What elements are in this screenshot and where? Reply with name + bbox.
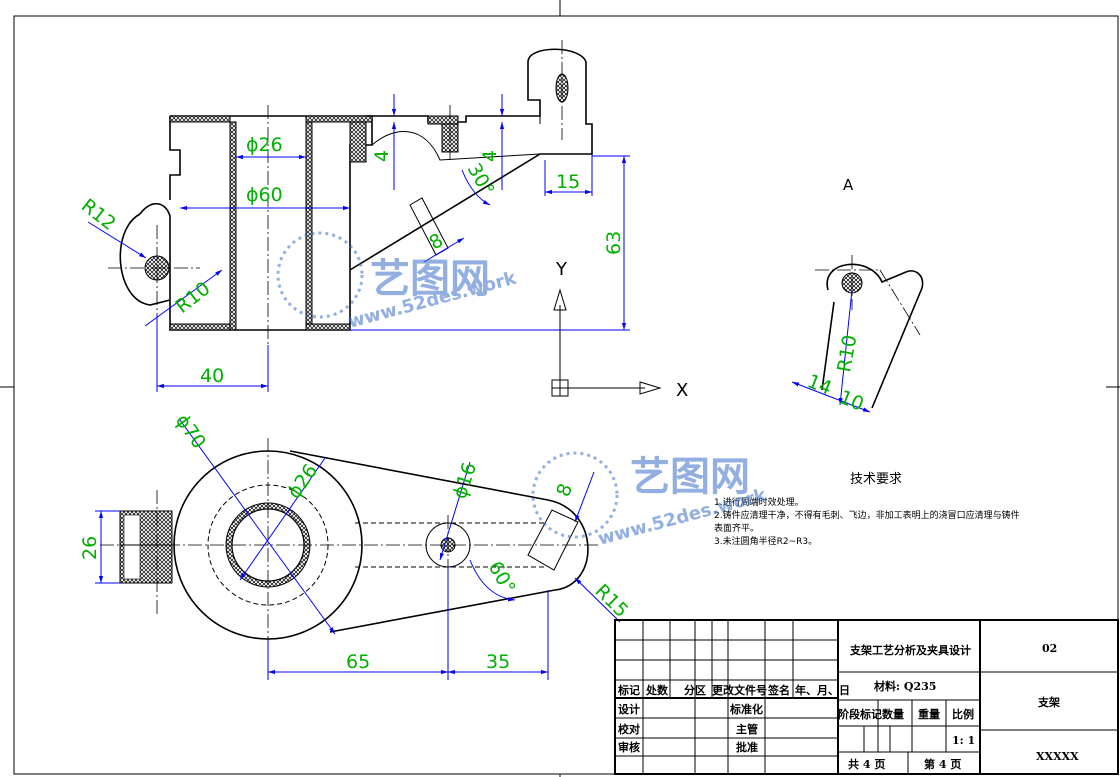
- dim-h4-left: 4: [371, 150, 393, 162]
- tb-qty-label: 数量: [882, 707, 904, 721]
- tb-col-change-doc: 更改文件号: [712, 683, 767, 697]
- dim-h4-right: 4: [479, 150, 501, 162]
- tb-col-count: 处数: [645, 683, 669, 697]
- dim-w15: 15: [556, 171, 580, 193]
- dim-ang60: 60°: [484, 558, 520, 598]
- tb-sheet-no: 第 4 页: [924, 757, 961, 771]
- dim-ang30: 30°: [463, 160, 499, 200]
- title-block: 支架工艺分析及夹具设计 02 材料: Q235 支架 XXXXX 标记 处数 分…: [614, 619, 1119, 775]
- dim-r15: R15: [590, 580, 632, 622]
- tech-req-item-2: 2.铸件应清理干净，不得有毛刺、飞边，非加工表明上的浇冒口应清理与铸件: [714, 509, 1020, 521]
- tb-stage-label: 阶段标记: [838, 707, 882, 721]
- dim-w8: 8: [552, 480, 577, 499]
- dim-d70: ϕ70: [171, 410, 210, 453]
- tb-scale-label: 比例: [952, 707, 974, 721]
- dim-d16: ϕ16: [449, 460, 481, 502]
- tech-req-item-1: 1.进行周端时效处理。: [714, 496, 804, 508]
- tb-row-approve: 批准: [736, 740, 758, 754]
- tb-project-title: 支架工艺分析及夹具设计: [849, 643, 971, 657]
- tb-col-date: 年、月、日: [795, 683, 850, 697]
- top-view: ϕ70 ϕ26 ϕ16 8 26 60° R15 65 35: [79, 410, 632, 680]
- tb-row-review: 审核: [618, 740, 640, 754]
- tb-row-check: 校对: [618, 722, 640, 736]
- dim-h26: 26: [79, 536, 101, 560]
- dim-h63: 63: [603, 231, 625, 255]
- tech-req-item-3: 表面齐平。: [714, 522, 759, 534]
- tb-drawing-no: 02: [1042, 642, 1057, 655]
- dim-w10: 10: [836, 386, 867, 415]
- dim-w35: 35: [486, 651, 510, 673]
- watermark-brand-2: 艺图网: [630, 454, 750, 500]
- technical-requirements: 技术要求 1.进行周端时效处理。 2.铸件应清理干净，不得有毛刺、飞边，非加工表…: [714, 472, 1020, 547]
- view-a-label: A: [843, 176, 854, 194]
- tb-col-sign: 签名: [767, 683, 790, 697]
- dim-w14: 14: [804, 370, 835, 399]
- dim-d26-bottom: ϕ26: [283, 460, 322, 503]
- dim-w40: 40: [200, 365, 224, 387]
- tech-req-title: 技术要求: [850, 472, 902, 487]
- dim-r10-a: R10: [833, 333, 861, 374]
- dim-r10-left: R10: [172, 278, 215, 318]
- watermark-brand-1: 艺图网: [370, 256, 490, 302]
- axis-x-label: X: [676, 380, 688, 401]
- view-a: R10 14 10: [791, 255, 924, 416]
- tb-row-standard: 标准化: [729, 702, 763, 716]
- watermark-2: 艺图网 www.52des.work: [531, 451, 769, 550]
- tb-row-manager: 主管: [736, 722, 758, 736]
- tb-company: XXXXX: [1036, 750, 1079, 763]
- tb-col-zone: 分区: [684, 683, 706, 697]
- dim-d60: ϕ60: [246, 184, 283, 206]
- tech-req-item-4: 3.未注圆角半径R2~R3。: [714, 535, 817, 547]
- tb-scale-value: 1: 1: [952, 734, 975, 747]
- tb-col-mark: 标记: [617, 683, 640, 697]
- tb-row-design: 设计: [618, 702, 640, 716]
- dim-d26-top: ϕ26: [246, 134, 283, 156]
- ucs-axes-icon: Y X: [551, 259, 688, 401]
- dim-w65: 65: [346, 651, 370, 673]
- tb-sheets-total: 共 4 页: [848, 757, 885, 771]
- axis-y-label: Y: [555, 259, 568, 280]
- tb-part-name: 支架: [1037, 695, 1060, 709]
- tb-material: 材料: Q235: [874, 679, 936, 693]
- tb-weight-label: 重量: [918, 707, 940, 721]
- watermark-1: 艺图网 www.52des.work: [276, 231, 519, 333]
- front-view: ϕ26 ϕ60 R12 R10 40 4 4 30° 15 63 8: [77, 40, 630, 392]
- drawing-border: [13, 15, 1119, 775]
